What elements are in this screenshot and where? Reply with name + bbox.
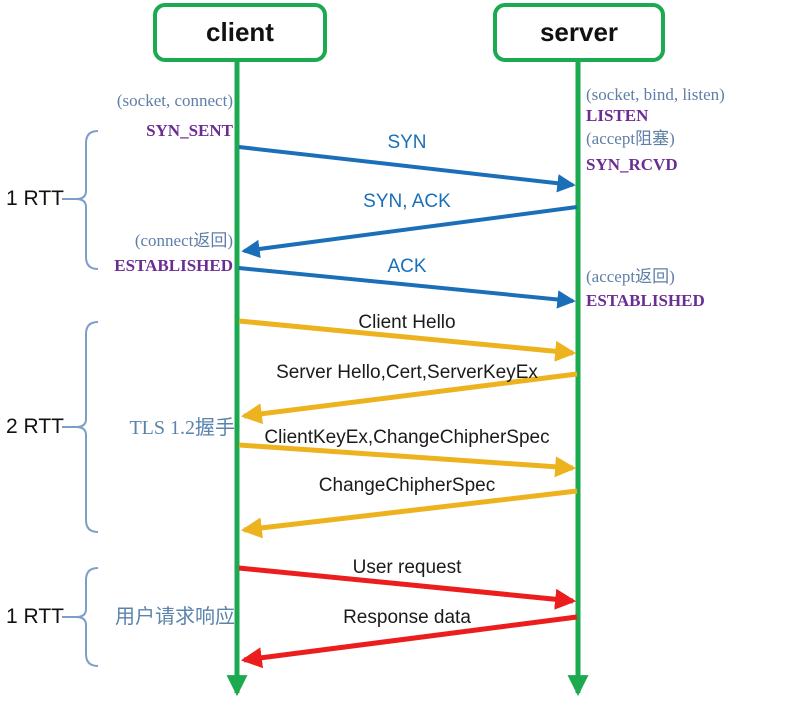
message-label-client-keyex: ClientKeyEx,ChangeChipherSpec [264,427,550,448]
message-arrow-server-hello [240,371,578,425]
client-state-established: ESTABLISHED [114,256,233,275]
message-arrow-client-keyex [238,442,577,478]
brace-phase-2 [62,321,99,533]
server-state-established: ESTABLISHED [586,291,705,310]
message-label-client-hello: Client Hello [358,312,456,333]
phase-3-rtt-label: 1 RTT [6,605,64,628]
message-arrow-change-cipher [240,488,578,539]
message-label-change-cipher: ChangeChipherSpec [318,475,496,496]
actor-label-server: server [539,17,619,47]
message-arrow-user-request [238,565,577,610]
phase-2-annotation-tls-handshake: TLS 1.2握手 [129,417,235,439]
brace-phase-3 [62,567,99,667]
actor-box-client: client [153,3,327,62]
server-syscall-socket-bind-listen: (socket, bind, listen) [586,85,725,104]
phase-3-annotation-user-request-response: 用户请求响应 [115,606,235,628]
server-state-syn-rcvd: SYN_RCVD [586,155,678,174]
server-syscall-accept-return: (accept返回) [586,267,675,286]
server-state-listen: LISTEN [586,106,649,125]
actor-label-client: client [206,17,274,47]
message-arrow-syn-ack [241,205,578,259]
message-label-server-hello: Server Hello,Cert,ServerKeyEx [276,362,538,383]
message-label-syn: SYN [387,132,427,153]
server-syscall-accept-block: (accept阻塞) [586,129,675,148]
actor-box-server: server [493,3,665,62]
message-label-user-request: User request [352,557,462,578]
brace-phase-1 [62,130,99,270]
message-label-ack: ACK [387,256,427,277]
message-arrow-response-data [240,614,578,669]
client-syscall-connect-return: (connect返回) [134,231,233,250]
message-arrow-syn [238,145,576,193]
message-arrow-client-hello [238,318,577,362]
client-state-syn-sent: SYN_SENT [146,121,233,140]
client-syscall-socket-connect: (socket, connect) [116,91,233,110]
phase-1-rtt-label: 1 RTT [6,187,64,210]
message-arrow-ack [238,266,576,309]
message-label-response-data: Response data [343,607,471,628]
phase-2-rtt-label: 2 RTT [6,415,64,438]
message-label-syn-ack: SYN, ACK [363,191,451,212]
